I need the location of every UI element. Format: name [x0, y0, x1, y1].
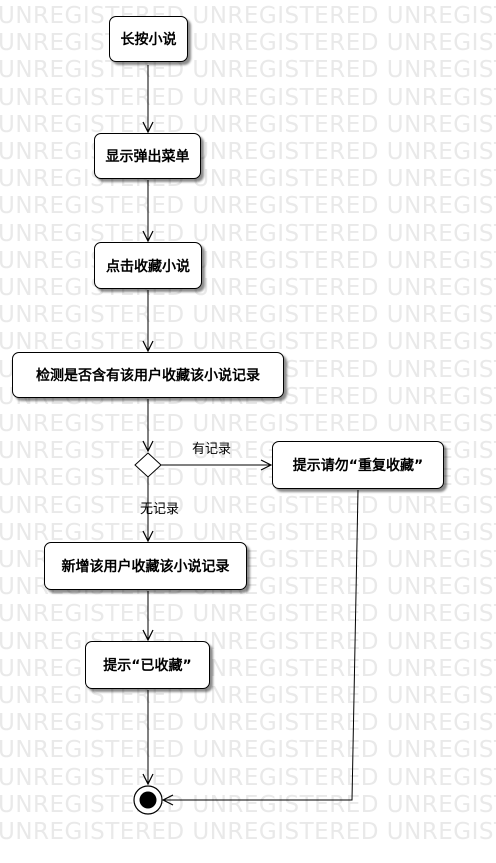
action-long-press-novel: 长按小说	[109, 16, 188, 62]
action-label: 显示弹出菜单	[105, 149, 190, 165]
action-label: 点击收藏小说	[106, 258, 190, 275]
action-label: 提示“已收藏”	[103, 658, 192, 674]
action-label: 新增该用户收藏该小说记录	[61, 559, 230, 575]
decision-diamond	[134, 452, 162, 478]
action-prompt-no-duplicate: 提示请勿“重复收藏”	[272, 441, 444, 489]
action-label: 长按小说	[120, 32, 177, 48]
action-check-favorite-record: 检测是否含有该用户收藏该小说记录	[12, 352, 284, 398]
guard-has-record: 有记录	[192, 442, 232, 457]
action-show-popup-menu: 显示弹出菜单	[94, 133, 201, 179]
action-prompt-favorited: 提示“已收藏”	[85, 641, 210, 689]
action-label: 检测是否含有该用户收藏该小说记录	[36, 368, 260, 384]
final-node-inner	[139, 791, 157, 809]
action-add-favorite-record: 新增该用户收藏该小说记录	[44, 542, 247, 590]
action-click-favorite: 点击收藏小说	[94, 242, 202, 289]
flow-arrow-return	[163, 489, 359, 800]
guard-no-record: 无记录	[140, 502, 180, 517]
action-label: 提示请勿“重复收藏”	[292, 458, 424, 474]
